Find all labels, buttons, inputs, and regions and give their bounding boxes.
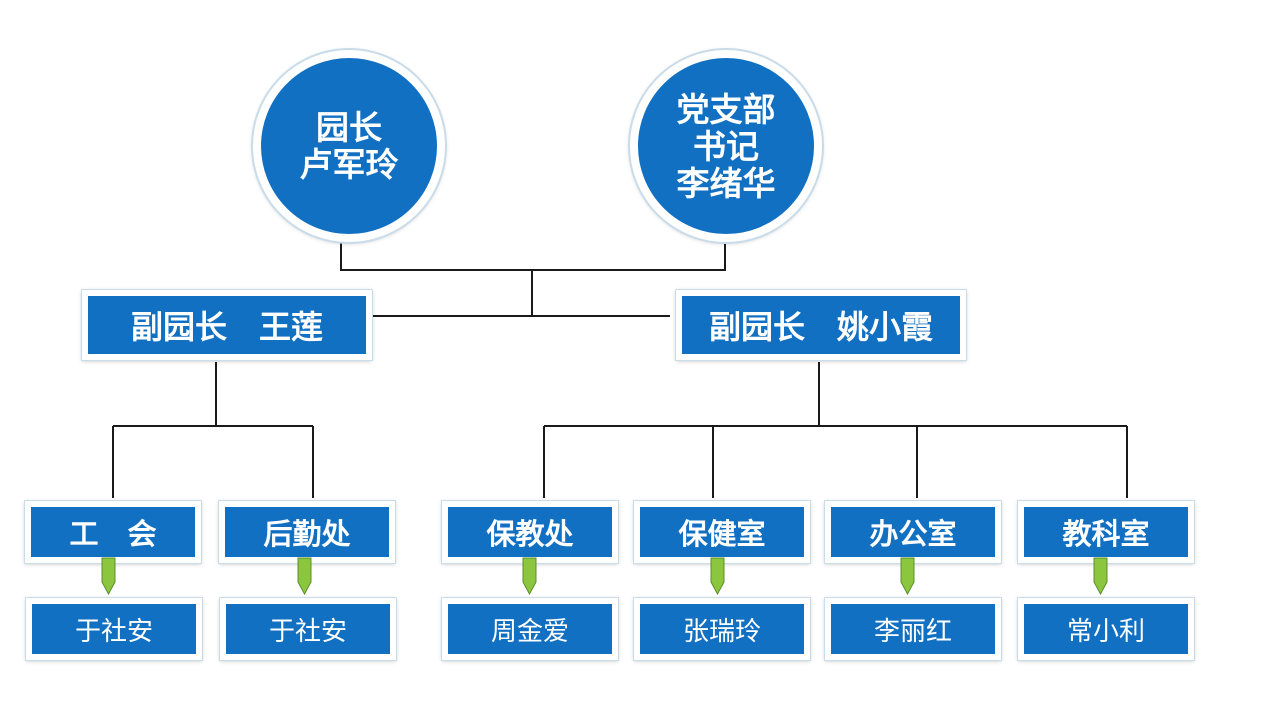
director-node: 园长 卢军玲 <box>253 50 445 242</box>
vice-principal-label: 副园长 王莲 <box>130 308 323 346</box>
dept-head-name: 周金爱 <box>490 616 569 647</box>
director-title: 园长 <box>316 108 382 147</box>
down-arrow-icon <box>522 557 537 595</box>
party-secretary-title-line1: 党支部 <box>676 89 776 129</box>
down-arrow-icon <box>1093 557 1108 595</box>
dept-label: 办公室 <box>869 517 957 551</box>
dept-label: 教科室 <box>1062 517 1150 551</box>
party-secretary-title-line2: 书记 <box>693 126 759 166</box>
down-arrow-icon <box>900 557 915 595</box>
dept-head-box-teaching: 周金爱 <box>442 598 618 660</box>
vice-principal-label: 副园长 姚小霞 <box>708 308 933 346</box>
party-secretary-name: 李绪华 <box>676 163 776 203</box>
dept-box-logistics: 后勤处 <box>219 501 395 563</box>
dept-box-union: 工 会 <box>25 501 201 563</box>
down-arrow-icon <box>710 557 725 595</box>
dept-box-office: 办公室 <box>825 501 1001 563</box>
dept-label: 后勤处 <box>263 517 351 551</box>
dept-label: 保健室 <box>678 517 766 551</box>
dept-box-research: 教科室 <box>1018 501 1194 563</box>
vice-principal-box-1: 副园长 王莲 <box>82 290 372 360</box>
vice-principal-box-2: 副园长 姚小霞 <box>676 290 966 360</box>
dept-label: 工 会 <box>69 517 157 551</box>
dept-label: 保教处 <box>486 517 574 551</box>
dept-head-name: 于社安 <box>268 616 347 647</box>
party-secretary-node: 党支部 书记 李绪华 <box>630 50 822 242</box>
dept-head-box-union: 于社安 <box>26 598 202 660</box>
dept-head-box-health: 张瑞玲 <box>634 598 810 660</box>
dept-head-box-logistics: 于社安 <box>220 598 396 660</box>
dept-head-box-research: 常小利 <box>1018 598 1194 660</box>
connector-leaders <box>340 238 726 271</box>
dept-box-health: 保健室 <box>634 501 810 563</box>
dept-head-name: 张瑞玲 <box>682 616 761 647</box>
dept-head-name: 于社安 <box>74 616 153 647</box>
dept-box-teaching: 保教处 <box>442 501 618 563</box>
dept-head-name: 李丽红 <box>873 616 952 647</box>
down-arrow-icon <box>297 557 312 595</box>
down-arrow-icon <box>101 557 116 595</box>
dept-head-name: 常小利 <box>1066 616 1145 647</box>
director-name: 卢军玲 <box>299 145 399 184</box>
dept-head-box-office: 李丽红 <box>825 598 1001 660</box>
